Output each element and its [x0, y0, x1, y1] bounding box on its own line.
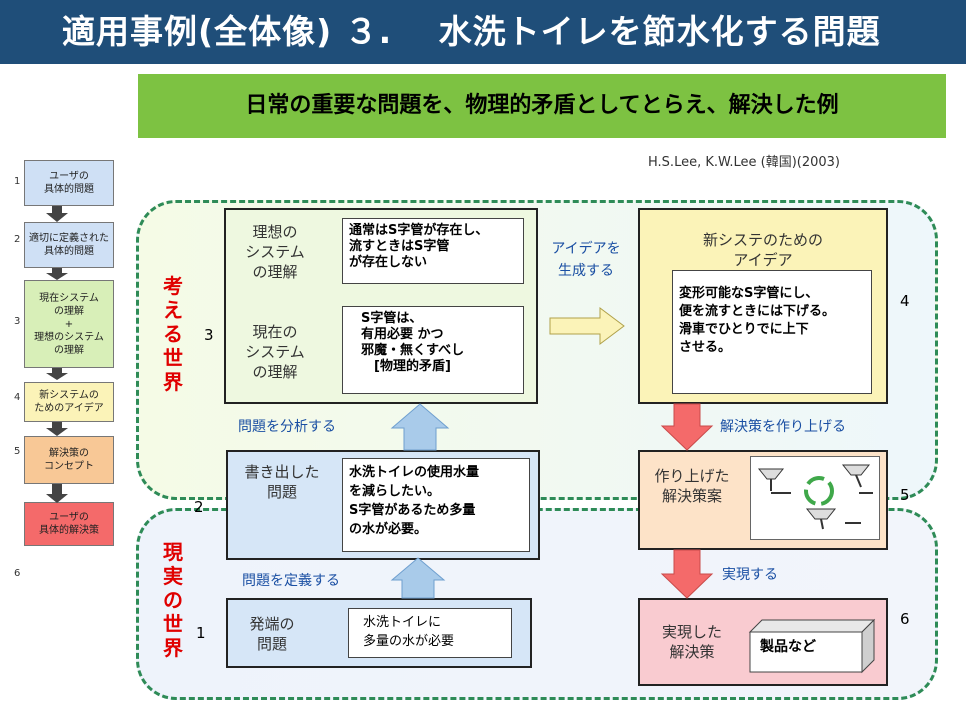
- sidebar-down-arrow: [46, 422, 68, 436]
- real-world-label: 現実の世界: [163, 540, 183, 660]
- origin-problem-label: 発端の 問題: [249, 615, 295, 653]
- sidebar-down-arrow: [46, 268, 68, 280]
- step2-number: 2: [194, 498, 204, 516]
- solution-diagram: [750, 456, 880, 540]
- step3-number: 3: [204, 326, 214, 344]
- product-cube-icon: [748, 618, 876, 674]
- sidebar-step-box: 解決策の コンセプト: [24, 436, 114, 484]
- sidebar-down-arrow: [46, 484, 68, 503]
- idea-detail: 変形可能なS字管にし、 便を流すときには下げる。 滑車でひとりでに上下 させる。: [672, 270, 872, 394]
- step4-number: 4: [900, 292, 910, 310]
- analyze-arrow-label: 問題を分析する: [238, 419, 336, 435]
- solution-draft-label: 作り上げた 解決策案: [654, 467, 730, 505]
- sidebar-step-number: 1: [14, 176, 21, 187]
- sidebar-step-box: ユーザの 具体的問題: [24, 160, 114, 206]
- build-down-arrow: [660, 403, 714, 451]
- sidebar-step-number: 6: [14, 568, 21, 579]
- sidebar-down-arrow: [46, 206, 68, 222]
- product-label: 製品など: [760, 639, 816, 655]
- citation: H.S.Lee, K.W.Lee (韓国)(2003): [648, 155, 841, 170]
- page-title: 適用事例(全体像) ３. 水洗トイレを節水化する問題: [0, 0, 966, 64]
- step5-number: 5: [900, 486, 910, 504]
- written-problem-label: 書き出した 問題: [244, 463, 320, 501]
- sidebar-step-number: 3: [14, 316, 21, 327]
- analyze-up-arrow: [390, 403, 450, 451]
- sidebar-step-number: 5: [14, 446, 21, 457]
- sidebar-step-box: 新システムの ためのアイデア: [24, 382, 114, 422]
- realized-solution-label: 実現した 解決策: [661, 623, 722, 661]
- think-world-label: 考える世界: [163, 274, 183, 394]
- sidebar-step-box: 適切に定義された 具体的問題: [24, 222, 114, 268]
- sidebar-step-number: 4: [14, 392, 21, 403]
- generate-right-arrow: [549, 307, 625, 345]
- idea-label: 新システのための アイデア: [702, 231, 823, 269]
- step6-number: 6: [900, 610, 910, 628]
- current-system-label: 現在の システム の理解: [245, 323, 305, 381]
- build-arrow-label: 解決策を作り上げる: [720, 419, 846, 435]
- written-problem-detail: 水洗トイレの使用水量 を減らしたい。 S字管があるため多量 の水が必要。: [342, 458, 530, 552]
- realize-arrow-label: 実現する: [722, 567, 778, 583]
- sidebar-step-box: 現在システム の理解 + 理想のシステム の理解: [24, 280, 114, 368]
- define-arrow-label: 問題を定義する: [242, 573, 340, 589]
- generate-arrow-label: アイデアを 生成する: [551, 241, 621, 279]
- step1-number: 1: [196, 624, 206, 642]
- realize-down-arrow: [660, 549, 714, 599]
- sidebar-step-number: 2: [14, 234, 21, 245]
- ideal-system-detail: 通常はS字管が存在し、 流すときはS字管 が存在しない: [342, 218, 524, 284]
- current-system-detail: S字管は、 有用必要 かつ 邪魔・無くすべし [物理的矛盾]: [342, 306, 524, 394]
- define-up-arrow: [390, 557, 446, 599]
- sidebar-step-box: ユーザの 具体的解決策: [24, 502, 114, 546]
- sidebar-down-arrow: [46, 368, 68, 380]
- ideal-system-label: 理想の システム の理解: [245, 223, 305, 281]
- sidebar-arrows: [46, 206, 68, 503]
- subtitle-banner: 日常の重要な問題を、物理的矛盾としてとらえ、解決した例: [138, 74, 946, 138]
- toilet-pipe-illustration: [757, 464, 873, 530]
- origin-problem-detail: 水洗トイレに 多量の水が必要: [348, 608, 512, 658]
